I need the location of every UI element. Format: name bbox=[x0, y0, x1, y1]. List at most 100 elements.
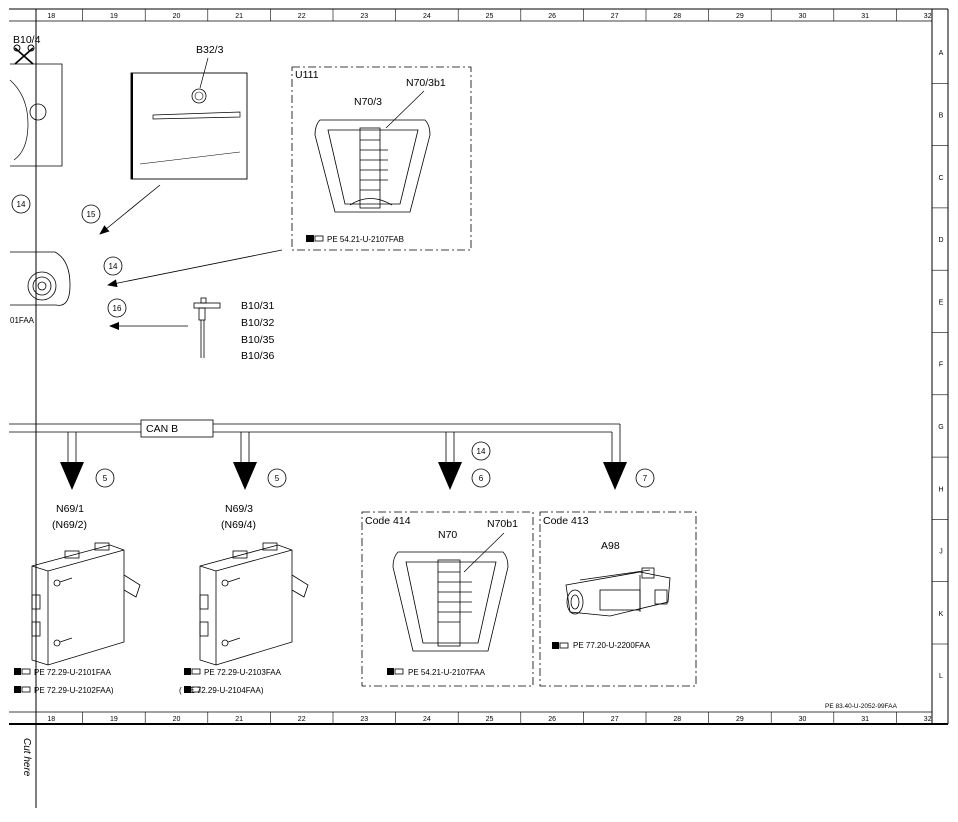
code-414-label: Code 414 bbox=[365, 515, 411, 527]
callout-number: 15 bbox=[87, 210, 96, 219]
b10-36-label: B10/36 bbox=[241, 350, 274, 362]
n69-2-ref: PE 72.29-U-2102FAA) bbox=[34, 686, 114, 695]
sheet-frame bbox=[9, 8, 949, 808]
row-letter: K bbox=[939, 611, 944, 618]
column-number: 25 bbox=[486, 13, 494, 20]
can-b-label-box bbox=[140, 419, 214, 438]
scissors-icon bbox=[13, 44, 35, 65]
callout-circle: 14 bbox=[11, 194, 31, 214]
column-number: 18 bbox=[47, 13, 55, 20]
callout-circle: 15 bbox=[81, 204, 101, 224]
column-number: 26 bbox=[548, 13, 556, 20]
left-partial-component bbox=[10, 251, 71, 306]
column-number: 31 bbox=[861, 716, 869, 723]
b10-31-label: B10/31 bbox=[241, 300, 274, 312]
column-number: 27 bbox=[611, 716, 619, 723]
n69-1-module: N69/1 (N69/2) PE 72.29-U-2101FAA PE 72.2… bbox=[14, 503, 141, 695]
column-number: 23 bbox=[360, 716, 368, 723]
control-unit-icon bbox=[31, 542, 141, 666]
n69-3-label: N69/3 bbox=[225, 503, 253, 515]
u111-ref: PE 54.21-U-2107FAB bbox=[327, 235, 404, 244]
row-letter: B bbox=[939, 112, 944, 119]
n70b1-label: N70b1 bbox=[487, 518, 518, 530]
column-number: 29 bbox=[736, 13, 744, 20]
column-number: 25 bbox=[486, 716, 494, 723]
code-414-box: Code 414 N70 N70b1 PE 54.21-U-2107FAA bbox=[361, 511, 534, 687]
arrow-line bbox=[99, 184, 161, 235]
column-number: 30 bbox=[799, 716, 807, 723]
arrow-line bbox=[107, 249, 283, 288]
n70-ref: PE 54.21-U-2107FAA bbox=[408, 668, 486, 677]
b10-4-label: B10/4 bbox=[13, 34, 41, 46]
column-number: 21 bbox=[235, 716, 243, 723]
b10-4-component: B10/4 bbox=[9, 34, 63, 167]
column-number: 32 bbox=[924, 716, 932, 723]
column-number: 19 bbox=[110, 716, 118, 723]
row-letter: C bbox=[938, 175, 943, 182]
column-number: 28 bbox=[673, 13, 681, 20]
row-letter: E bbox=[939, 299, 944, 306]
u111-label: U111 bbox=[295, 69, 319, 81]
cut-here-label: Cut here bbox=[21, 738, 32, 777]
n69-3-module: N69/3 (N69/4) PE 72.29-U-2103FAA ( PE 72… bbox=[179, 503, 309, 695]
left-ref-fragment: 01FAA bbox=[10, 316, 35, 325]
callout-circle: 5 bbox=[95, 468, 115, 488]
row-letter: D bbox=[938, 237, 943, 244]
column-number: 22 bbox=[298, 13, 306, 20]
row-letter: J bbox=[939, 549, 943, 556]
column-number: 21 bbox=[235, 13, 243, 20]
column-number: 19 bbox=[110, 13, 118, 20]
callout-number: 6 bbox=[479, 474, 484, 483]
callout-number: 7 bbox=[643, 474, 648, 483]
n69-1-ref: PE 72.29-U-2101FAA bbox=[34, 668, 112, 677]
can-b-bus bbox=[9, 423, 621, 462]
column-number: 32 bbox=[924, 13, 932, 20]
column-number: 24 bbox=[423, 716, 431, 723]
n69-3-ref: PE 72.29-U-2103FAA bbox=[204, 668, 282, 677]
row-letter: F bbox=[939, 362, 943, 369]
callout-circle: 14 bbox=[103, 256, 123, 276]
overhead-control-panel-icon bbox=[392, 551, 509, 652]
callout-circle: 7 bbox=[635, 468, 655, 488]
n70-3b1-label: N70/3b1 bbox=[406, 77, 446, 89]
reference-book-icon bbox=[306, 235, 324, 242]
reference-book-icon bbox=[552, 642, 569, 649]
callout-circle: 16 bbox=[107, 298, 127, 318]
bus-arrowheads bbox=[60, 462, 627, 490]
sheet-reference: PE 83.40-U-2052-99FAA bbox=[825, 703, 898, 710]
column-number: 26 bbox=[548, 716, 556, 723]
column-number: 27 bbox=[611, 13, 619, 20]
column-number: 31 bbox=[861, 13, 869, 20]
reference-book-icon bbox=[184, 668, 201, 693]
reference-book-icon bbox=[387, 668, 404, 675]
a98-ref: PE 77.20-U-2200FAA bbox=[573, 641, 651, 650]
callout-number: 14 bbox=[17, 200, 26, 209]
b10-35-label: B10/35 bbox=[241, 334, 274, 346]
callout-number: 14 bbox=[109, 262, 118, 271]
n70-label: N70 bbox=[438, 529, 457, 541]
n69-4-ref: ( PE 72.29-U-2104FAA) bbox=[179, 686, 264, 695]
callout-number: 14 bbox=[477, 447, 486, 456]
column-number: 30 bbox=[799, 13, 807, 20]
callout-number: 5 bbox=[103, 474, 108, 483]
overhead-control-panel-icon bbox=[314, 119, 431, 213]
u111-module-box: U111 N70/3 N70/3b1 PE 54.21-U-2107FAB bbox=[291, 66, 472, 251]
row-letter: L bbox=[939, 673, 943, 680]
row-letter: A bbox=[939, 50, 944, 57]
callout-circle: 14 bbox=[471, 441, 491, 461]
callout-number: 5 bbox=[275, 474, 280, 483]
code-413-label: Code 413 bbox=[543, 515, 589, 527]
control-unit-icon bbox=[199, 542, 309, 666]
n69-4-label: (N69/4) bbox=[221, 519, 256, 531]
b10-32-label: B10/32 bbox=[241, 317, 274, 329]
callout-number: 16 bbox=[113, 304, 122, 313]
column-grid: 1818191920202121222223232424252526262727… bbox=[47, 9, 932, 724]
reference-book-icon bbox=[14, 668, 31, 693]
column-number: 23 bbox=[360, 13, 368, 20]
n69-2-label: (N69/2) bbox=[52, 519, 87, 531]
column-number: 29 bbox=[736, 716, 744, 723]
row-letter: H bbox=[938, 486, 943, 493]
